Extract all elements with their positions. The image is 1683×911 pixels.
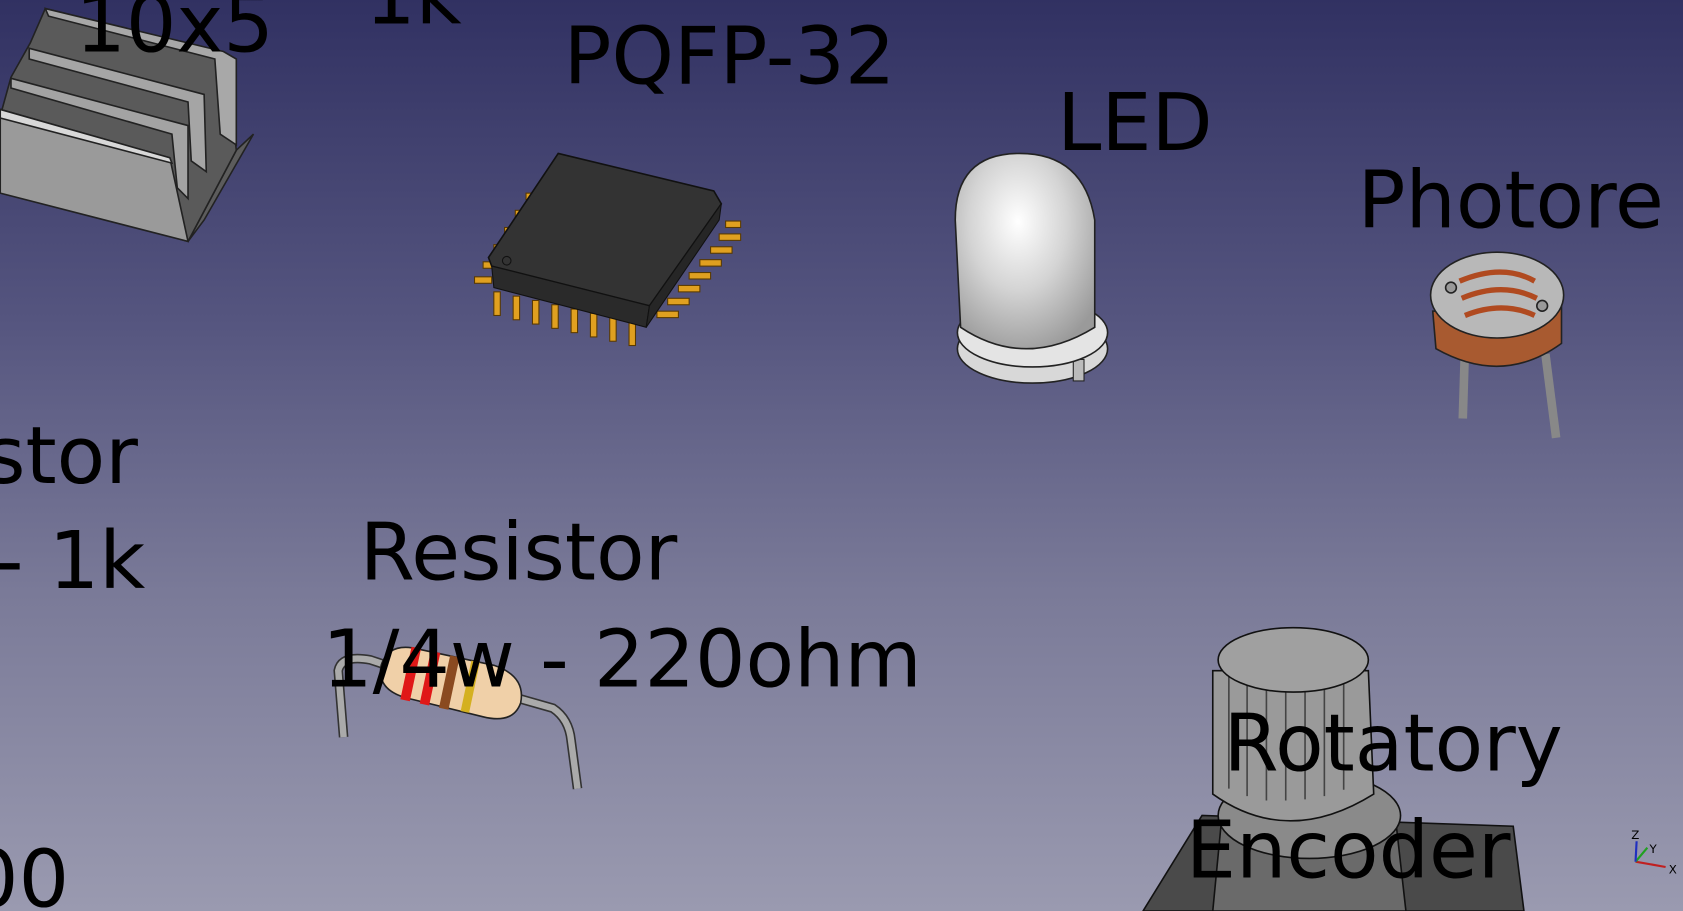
- label-photoresistor: Photore: [1358, 153, 1664, 246]
- led-model[interactable]: [954, 152, 1109, 384]
- axis-y-label: Y: [1648, 842, 1657, 856]
- pqfp-32-chip-model[interactable]: [473, 152, 742, 347]
- axis-x-label: X: [1669, 862, 1677, 876]
- label-bottom-left: 00: [0, 833, 69, 911]
- label-top-partial: 1k: [365, 0, 462, 43]
- label-resistor-2: 1/4w - 220ohm: [322, 613, 922, 706]
- label-encoder-1: Rotatory: [1223, 696, 1562, 789]
- label-pqfp: PQFP-32: [564, 10, 896, 103]
- heatsink-model[interactable]: [0, 7, 255, 243]
- label-left-resistor-1: stor: [0, 409, 138, 502]
- label-left-resistor-2: - 1k: [0, 514, 145, 607]
- photoresistor-model[interactable]: [1429, 251, 1565, 439]
- label-resistor-1: Resistor: [360, 505, 678, 598]
- rotary-encoder-model[interactable]: [1142, 626, 1525, 911]
- resistor-model[interactable]: [333, 646, 583, 790]
- axis-cross-indicator[interactable]: X Y Z: [1631, 828, 1677, 876]
- label-heatsink: 10x5: [75, 0, 274, 71]
- axis-z-label: Z: [1631, 828, 1639, 842]
- label-encoder-2: Encoder: [1186, 804, 1511, 897]
- label-led: LED: [1057, 76, 1213, 169]
